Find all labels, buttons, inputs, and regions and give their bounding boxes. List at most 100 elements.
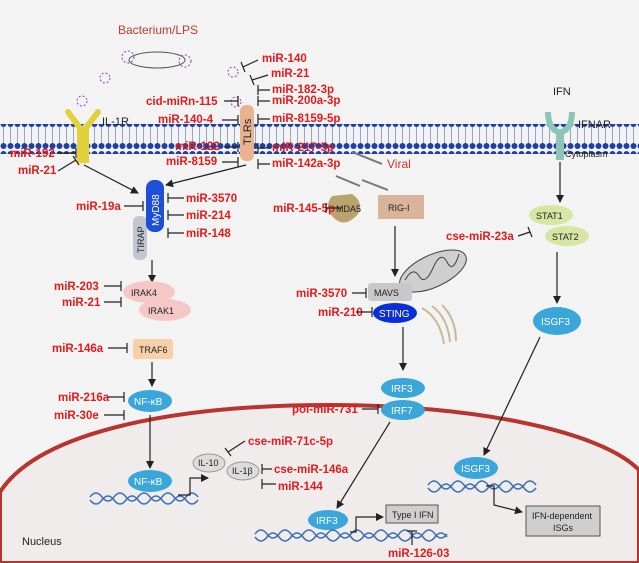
arrow-isgf3-isgs <box>486 485 523 515</box>
nfkb-node <box>128 390 172 412</box>
arrow-irf3-ifn <box>350 513 384 533</box>
inhibit-mir146a <box>108 343 128 353</box>
stat2-node <box>545 226 589 246</box>
viral-rna-icon <box>335 151 389 191</box>
lps-particles-icon <box>76 66 242 108</box>
dna-strand-isgf3-b <box>427 483 537 493</box>
inhibit-mir145 <box>325 203 341 213</box>
mirna-mir200a: miR-200a-3p <box>272 95 340 107</box>
mirna-mir12603: miR-126-03 <box>388 548 449 560</box>
mirna-mir146a: miR-146a <box>52 343 104 355</box>
type1-ifn-box <box>385 504 439 524</box>
arrow-isgf3-nucleus <box>483 336 541 456</box>
inhibit-mir217 <box>257 143 270 153</box>
viral-label: Viral <box>387 157 411 171</box>
irak1-node <box>139 299 191 321</box>
nfkb-label: NF-κB <box>134 397 163 408</box>
arrow-tlr-myd88 <box>165 164 247 188</box>
dna-strand-irf3-b <box>254 532 448 542</box>
traf6-label: TRAF6 <box>139 345 168 355</box>
isgs-box <box>525 505 601 537</box>
cell-membrane <box>0 124 639 154</box>
inhibit-mir21-left <box>57 155 80 172</box>
il1r-receptor-icon <box>65 109 101 163</box>
mirna-pol731: pol-miR-731 <box>292 404 358 416</box>
inhibit-mir3570-b <box>352 288 367 298</box>
mirna-mir3570-b: miR-3570 <box>296 288 347 300</box>
inhibit-mir8159 <box>222 157 239 167</box>
nucleus-envelope <box>0 402 639 563</box>
inhibit-mir210 <box>356 307 373 317</box>
type1-ifn-label: Type I IFN <box>392 510 434 520</box>
mirna-mir21-top: miR-21 <box>271 68 310 80</box>
mirna-mir217: miR-217-5p <box>272 142 334 154</box>
mda5-label: MDA5 <box>336 204 361 214</box>
mirna-mir145: miR-145-5p <box>273 203 335 215</box>
ifn-label: IFN <box>553 86 571 98</box>
mirna-mir19a: miR-19a <box>76 201 121 213</box>
bacterium-label: Bacterium/LPS <box>118 23 198 37</box>
il1r-label: IL-1R <box>102 116 129 128</box>
dna-strand-nfkb-b <box>89 495 199 505</box>
irf7-node <box>381 400 425 420</box>
mirna-mir8159-5p: miR-8159-5p <box>272 113 340 125</box>
inhibit-mir30e <box>104 410 125 420</box>
er-membrane-icon <box>421 304 457 345</box>
myd88-label: MyD88 <box>151 194 162 226</box>
inhibit-mir3570-a <box>167 193 184 203</box>
mirna-mir142a: miR-142a-3p <box>272 158 340 170</box>
mavs-node <box>368 283 412 301</box>
cytoplasm-label: Cytoplasm <box>565 149 608 159</box>
nfkb-nuclear-label: NF-κB <box>134 477 163 488</box>
irf3-nuclear-label: IRF3 <box>316 516 338 527</box>
bacterium-icon <box>121 50 192 69</box>
isgf3-nuclear-label: ISGF3 <box>461 464 490 475</box>
dna-strand-irf3 <box>254 529 448 539</box>
mavs-label: MAVS <box>374 288 399 298</box>
arrow-nfkb-cytokines <box>178 474 209 496</box>
inhibit-mir21-irak <box>104 297 122 307</box>
irak4-node <box>123 281 175 303</box>
mirna-mir30e: miR-30e <box>54 410 99 422</box>
isgf3-nuclear-node <box>454 457 498 479</box>
isgs-label-line1: IFN-dependent <box>532 511 593 521</box>
inhibit-mir182 <box>257 85 270 95</box>
dna-strand-isgf3 <box>427 480 537 490</box>
mirna-mir214: miR-214 <box>186 210 231 222</box>
mirna-mir3570-a: miR-3570 <box>186 193 237 205</box>
mirna-mir182: miR-182-3p <box>272 84 334 96</box>
mirna-mir21-left: miR-21 <box>18 165 57 177</box>
arrow-irf-nucleus <box>336 421 391 509</box>
il1b-node <box>226 461 260 481</box>
mirna-cse71c: cse-miR-71c-5p <box>248 436 333 448</box>
irf3-label: IRF3 <box>391 384 413 395</box>
inhibit-mir142a <box>257 159 270 169</box>
inhibit-mir122 <box>224 142 239 152</box>
inhibit-cid115 <box>224 96 239 106</box>
ifnar-receptor-icon <box>545 111 575 136</box>
irf7-label: IRF7 <box>391 406 413 417</box>
irak4-label: IRAK4 <box>131 288 157 298</box>
il10-label: IL-10 <box>198 458 219 468</box>
tirap-label: TIRAP <box>136 226 146 253</box>
mirna-mir122: miR-122 <box>175 141 220 153</box>
inhibit-mir200a <box>257 96 270 106</box>
mirna-mir144: miR-144 <box>278 481 323 493</box>
nfkb-nuclear-node <box>128 470 172 492</box>
tlr-receptor <box>240 105 254 161</box>
mda5-node <box>328 194 360 223</box>
mirna-cse146a: cse-miR-146a <box>274 464 349 476</box>
mirna-cse23a: cse-miR-23a <box>446 231 514 243</box>
ifnar-label: IFNAR <box>578 119 611 131</box>
inhibit-mir8159-5p <box>257 114 270 124</box>
inhibit-mir148 <box>167 228 184 238</box>
traf6-node <box>133 339 173 359</box>
stat2-label: STAT2 <box>552 232 579 242</box>
inhibit-cse71c <box>224 440 246 457</box>
isgf3-label: ISGF3 <box>541 317 570 328</box>
stat1-node <box>529 205 573 225</box>
rigi-node <box>378 195 424 219</box>
tirap-node <box>133 216 147 260</box>
nucleus-label: Nucleus <box>22 536 62 548</box>
